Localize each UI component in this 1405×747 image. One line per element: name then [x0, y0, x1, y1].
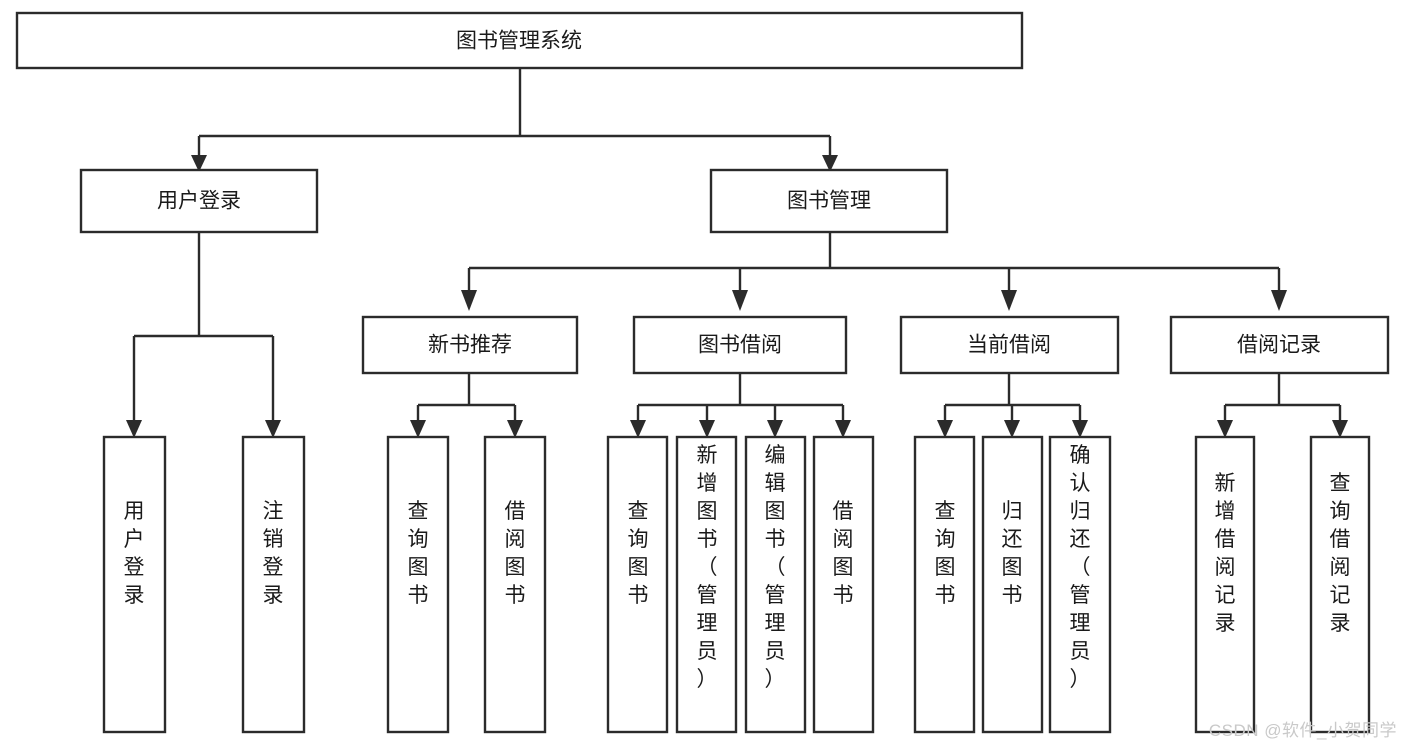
node-user-login-label: 用户登录: [157, 190, 241, 213]
node-root[interactable]: 图书管理系统: [15, 11, 1024, 70]
leaf-br-query-record-box[interactable]: [1309, 435, 1371, 734]
leaf-bb-borrow-book-label: 借阅图书: [833, 500, 854, 607]
leaf-node-br-query-record[interactable]: 查询借阅记录: [1309, 435, 1371, 734]
node-book-manage[interactable]: 图书管理: [709, 168, 949, 234]
node-borrow-record-box[interactable]: [1169, 315, 1390, 375]
leaf-node-bb-add-book[interactable]: 新增图书（管理员）: [675, 435, 738, 734]
arrow-head-user-login: [191, 155, 207, 172]
connector-layer: [126, 68, 1348, 438]
leaf-bb-edit-book-box[interactable]: [744, 435, 807, 734]
arrow-head-nb-leaf1: [410, 420, 426, 438]
leaf-node-cb-query-book[interactable]: 查询图书: [913, 435, 976, 734]
arrow-head-leaf-user-login: [126, 420, 142, 438]
leaf-bb-query-book-box[interactable]: [606, 435, 669, 734]
leaf-nb-query-book-box[interactable]: [386, 435, 450, 734]
node-borrow-record-label: 借阅记录: [1237, 334, 1321, 357]
node-book-borrow[interactable]: 图书借阅: [632, 315, 848, 375]
arrow-head-leaf-logout: [265, 420, 281, 438]
node-book-borrow-label: 图书借阅: [698, 334, 782, 357]
leaf-node-br-add-record[interactable]: 新增借阅记录: [1194, 435, 1256, 734]
leaf-node-cb-confirm-return[interactable]: 确认归还（管理员）: [1048, 435, 1112, 734]
leaf-cb-query-book-label: 查询图书: [935, 500, 956, 607]
arrow-head-cb-leaf2: [1004, 420, 1020, 438]
arrow-head-borrow-record: [1271, 290, 1287, 311]
leaf-cb-query-book-box[interactable]: [913, 435, 976, 734]
leaf-node-bb-borrow-book[interactable]: 借阅图书: [812, 435, 875, 734]
leaf-user-login-box[interactable]: [102, 435, 167, 734]
node-current-borrow-box[interactable]: [899, 315, 1120, 375]
arrow-head-bb-leaf3: [767, 420, 783, 438]
node-new-book-recommend-label: 新书推荐: [428, 334, 512, 357]
leaf-node-logout[interactable]: 注销登录: [241, 435, 306, 734]
arrow-head-br-leaf1: [1217, 420, 1233, 438]
arrow-head-bb-leaf4: [835, 420, 851, 438]
leaf-nb-borrow-book-box[interactable]: [483, 435, 547, 734]
arrow-head-book-manage: [822, 155, 838, 172]
leaf-cb-return-book-box[interactable]: [981, 435, 1044, 734]
node-user-login[interactable]: 用户登录: [79, 168, 319, 234]
leaf-cb-return-book-label: 归还图书: [1002, 500, 1023, 607]
leaf-user-login-label: 用户登录: [124, 500, 145, 607]
leaf-nb-borrow-book-label: 借阅图书: [505, 500, 526, 607]
node-borrow-record[interactable]: 借阅记录: [1169, 315, 1390, 375]
arrow-head-bb-leaf1: [630, 420, 646, 438]
leaf-bb-borrow-book-box[interactable]: [812, 435, 875, 734]
arrow-head-br-leaf2: [1332, 420, 1348, 438]
leaf-cb-confirm-return-box[interactable]: [1048, 435, 1112, 734]
node-book-borrow-box[interactable]: [632, 315, 848, 375]
node-root-box[interactable]: [15, 11, 1024, 70]
leaf-logout-label: 注销登录: [263, 500, 284, 607]
leaf-br-add-record-label: 新增借阅记录: [1215, 472, 1236, 635]
arrow-head-new-book: [461, 290, 477, 311]
leaf-node-bb-query-book[interactable]: 查询图书: [606, 435, 669, 734]
node-current-borrow[interactable]: 当前借阅: [899, 315, 1120, 375]
leaf-bb-add-book-label: 新增图书（管理员）: [697, 444, 718, 691]
leaf-br-query-record-label: 查询借阅记录: [1330, 472, 1351, 635]
arrow-head-nb-leaf2: [507, 420, 523, 438]
leaf-node-cb-return-book[interactable]: 归还图书: [981, 435, 1044, 734]
leaf-bb-add-book-box[interactable]: [675, 435, 738, 734]
leaf-cb-confirm-return-label: 确认归还（管理员）: [1070, 444, 1091, 691]
arrow-head-bb-leaf2: [699, 420, 715, 438]
leaf-br-add-record-box[interactable]: [1194, 435, 1256, 734]
leaf-node-nb-query-book[interactable]: 查询图书: [386, 435, 450, 734]
node-new-book-recommend[interactable]: 新书推荐: [361, 315, 579, 375]
node-user-login-box[interactable]: [79, 168, 319, 234]
leaf-logout-box[interactable]: [241, 435, 306, 734]
node-book-manage-label: 图书管理: [787, 190, 871, 213]
node-current-borrow-label: 当前借阅: [967, 334, 1051, 357]
leaf-node-user-login[interactable]: 用户登录: [102, 435, 167, 734]
leaf-node-bb-edit-book[interactable]: 编辑图书（管理员）: [744, 435, 807, 734]
node-new-book-recommend-box[interactable]: [361, 315, 579, 375]
leaf-node-nb-borrow-book[interactable]: 借阅图书: [483, 435, 547, 734]
arrow-head-borrow-book: [732, 290, 748, 311]
node-root-label: 图书管理系统: [456, 30, 582, 53]
arrow-head-cb-leaf3: [1072, 420, 1088, 438]
leaf-bb-edit-book-label: 编辑图书（管理员）: [765, 444, 786, 691]
arrow-head-cb-leaf1: [937, 420, 953, 438]
node-book-manage-box[interactable]: [709, 168, 949, 234]
leaf-bb-query-book-label: 查询图书: [628, 500, 649, 607]
arrow-head-current-borrow: [1001, 290, 1017, 311]
leaf-nb-query-book-label: 查询图书: [408, 500, 429, 607]
